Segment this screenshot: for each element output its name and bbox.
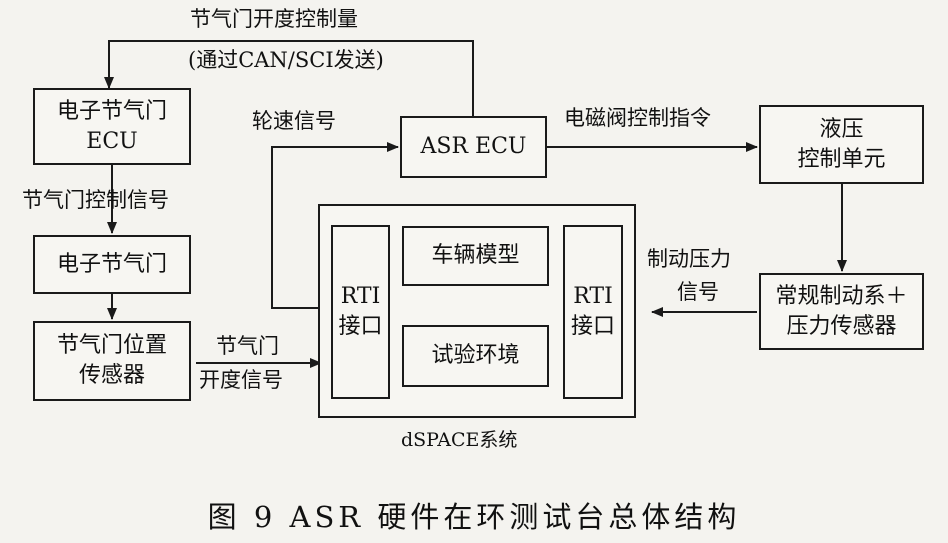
figure-caption: 图 9 ASR 硬件在环测试台总体结构 — [207, 500, 741, 534]
opening-signal-label-1: 节气门 — [216, 334, 279, 358]
position-sensor-line-2: 传感器 — [78, 363, 145, 388]
throttle-box: 电子节气门 — [33, 235, 191, 294]
wheel-speed-arrow — [271, 142, 399, 309]
asr-ecu-box: ASR ECU — [400, 116, 547, 178]
rti-right-line-2: 接口 — [570, 314, 615, 339]
throttle-command-label: 节气门开度控制量 — [190, 7, 358, 31]
position-sensor-line-1: 节气门位置 — [56, 333, 167, 358]
wheel-speed-label: 轮速信号 — [252, 109, 336, 133]
vehicle-model-label: 车辆模型 — [431, 243, 520, 268]
throttle-command-note: (通过CAN/SCI发送) — [188, 48, 384, 72]
brake-pressure-label-1: 制动压力 — [647, 247, 731, 271]
throttle-ecu-line-2: ECU — [86, 128, 138, 154]
throttle-control-signal-label: 节气门控制信号 — [22, 188, 169, 212]
solenoid-command-label: 电磁阀控制指令 — [564, 106, 711, 130]
rti-left-line-2: 接口 — [338, 314, 383, 339]
rti-left-box: RTI 接口 — [331, 225, 390, 399]
throttle-label: 电子节气门 — [56, 251, 167, 277]
test-environment-box: 试验环境 — [402, 325, 549, 387]
rti-left-line-1: RTI — [340, 284, 381, 309]
brake-system-box: 常规制动系＋ 压力传感器 — [759, 273, 924, 350]
brake-system-line-2: 压力传感器 — [786, 313, 897, 339]
opening-signal-label-2: 开度信号 — [199, 368, 283, 392]
throttle-command-arrow — [104, 40, 474, 116]
brake-system-line-1: 常规制动系＋ — [775, 283, 908, 309]
hydraulic-unit-line-1: 液压 — [819, 116, 864, 142]
throttle-ecu-line-1: 电子节气门 — [56, 98, 167, 124]
vehicle-model-box: 车辆模型 — [402, 226, 549, 286]
dspace-system-label: dSPACE系统 — [401, 429, 518, 451]
hydraulic-unit-box: 液压 控制单元 — [759, 105, 924, 184]
rti-right-line-1: RTI — [573, 284, 613, 309]
hydraulic-unit-line-2: 控制单元 — [797, 146, 886, 172]
throttle-ecu-box: 电子节气门 ECU — [33, 88, 191, 165]
test-environment-label: 试验环境 — [431, 343, 520, 368]
asr-ecu-label: ASR ECU — [420, 134, 527, 159]
rti-right-box: RTI 接口 — [563, 225, 623, 399]
brake-pressure-label-2: 信号 — [677, 280, 719, 304]
position-sensor-box: 节气门位置 传感器 — [33, 321, 191, 401]
